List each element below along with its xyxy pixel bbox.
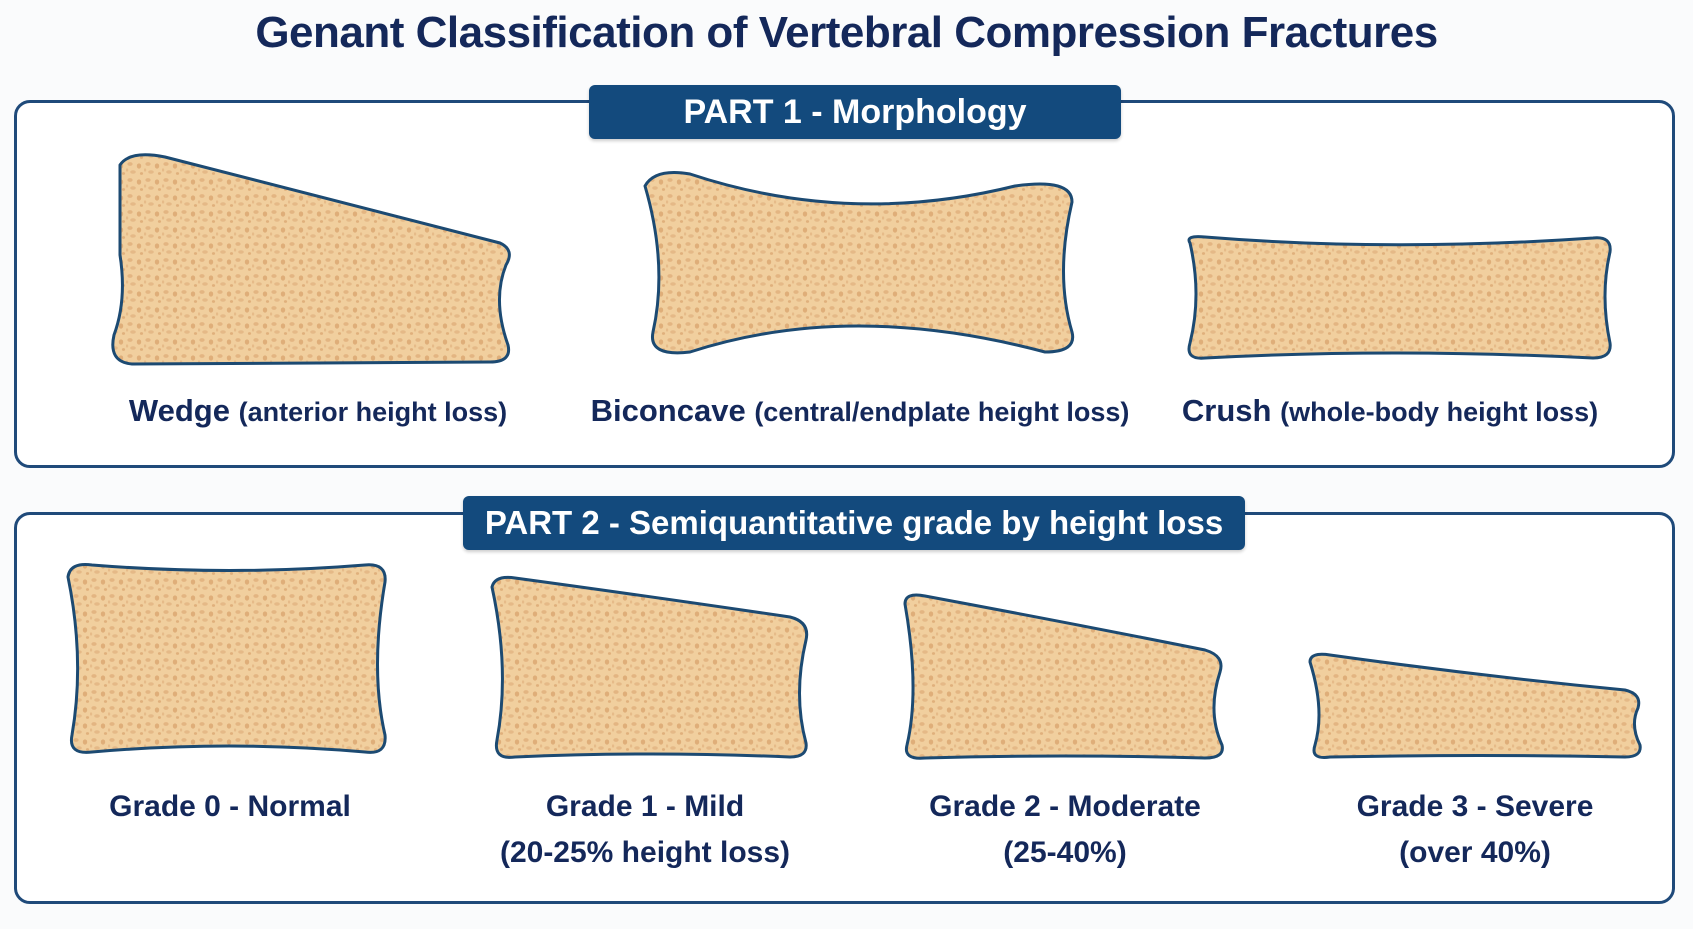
grade1-vertebra <box>490 575 809 759</box>
grade0-vertebra <box>66 563 387 754</box>
crush-vertebra <box>1187 235 1612 360</box>
page-title: Genant Classification of Vertebral Compr… <box>255 8 1438 57</box>
grade1-label: Grade 1 - Mild (20-25% height loss) <box>450 784 840 876</box>
grade2-range: (25-40%) <box>1003 836 1127 869</box>
wedge-vertebra <box>111 153 511 366</box>
grade0-label: Grade 0 - Normal <box>40 784 420 830</box>
biconcave-label: Biconcave (central/endplate height loss) <box>560 393 1160 429</box>
crush-label: Crush (whole-body height loss) <box>1110 393 1670 429</box>
biconcave-vertebra <box>643 171 1075 355</box>
wedge-name: Wedge <box>128 393 230 428</box>
crush-name: Crush <box>1181 393 1272 428</box>
crush-desc: (whole-body height loss) <box>1280 397 1599 427</box>
grade3-range: (over 40%) <box>1399 836 1551 869</box>
biconcave-desc: (central/endplate height loss) <box>754 397 1130 427</box>
wedge-desc: (anterior height loss) <box>238 397 508 427</box>
grade0-title: Grade 0 - Normal <box>109 790 351 823</box>
part1-header: PART 1 - Morphology <box>589 85 1121 139</box>
biconcave-name: Biconcave <box>590 393 746 428</box>
grade2-vertebra <box>903 593 1224 760</box>
grade1-title: Grade 1 - Mild <box>545 790 745 823</box>
grade1-range: (20-25% height loss) <box>499 836 791 869</box>
grade3-label: Grade 3 - Severe (over 40%) <box>1280 784 1670 876</box>
wedge-label: Wedge (anterior height loss) <box>38 393 598 429</box>
grade2-title: Grade 2 - Moderate <box>929 790 1201 823</box>
grade2-label: Grade 2 - Moderate (25-40%) <box>870 784 1260 876</box>
part2-header: PART 2 - Semiquantitative grade by heigh… <box>463 496 1245 550</box>
grade3-vertebra <box>1308 652 1642 759</box>
grade3-title: Grade 3 - Severe <box>1356 790 1594 823</box>
